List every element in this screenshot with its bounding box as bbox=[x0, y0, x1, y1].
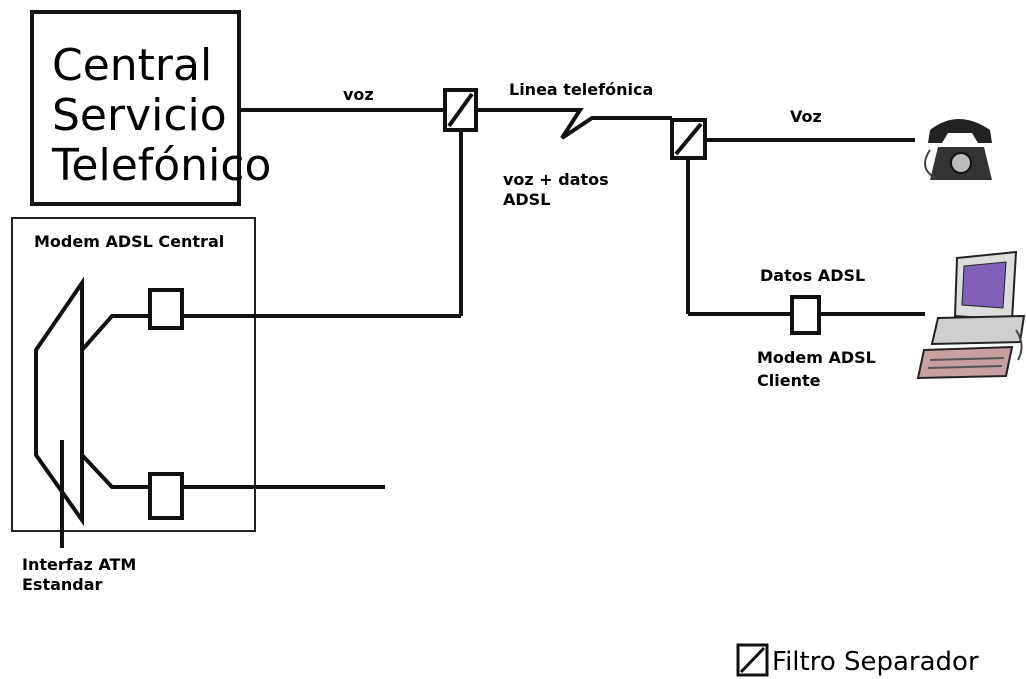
telephone-handset bbox=[928, 119, 992, 143]
modem-cliente-label-line-2: Cliente bbox=[757, 371, 821, 390]
voz-datos-label-line-2: ADSL bbox=[503, 190, 550, 209]
linea-label: Linea telefónica bbox=[509, 80, 653, 99]
atm-interface-shape bbox=[36, 283, 82, 520]
datos-adsl-label: Datos ADSL bbox=[760, 266, 865, 285]
telephone-dial bbox=[951, 153, 971, 173]
modem-port-1 bbox=[150, 290, 182, 328]
voz-right-label: Voz bbox=[790, 107, 822, 126]
legend-label: Filtro Separador bbox=[772, 647, 979, 677]
voz-datos-label-line-1: voz + datos bbox=[503, 170, 609, 189]
port-1-link bbox=[82, 316, 150, 350]
computer-keyboard bbox=[918, 347, 1012, 378]
port-2-link bbox=[82, 455, 150, 487]
splitter-right bbox=[672, 120, 705, 158]
central-title-line-3: Telefónico bbox=[51, 140, 271, 191]
interfaz-label-line-1: Interfaz ATM bbox=[22, 555, 136, 574]
modem-central-frame bbox=[12, 218, 255, 531]
interfaz-label-line-2: Estandar bbox=[22, 575, 103, 594]
splitter-left bbox=[445, 90, 476, 130]
central-title-line-1: Central bbox=[52, 40, 212, 91]
computer-case bbox=[932, 316, 1024, 344]
computer-icon bbox=[918, 252, 1024, 378]
modem-cliente-label-line-1: Modem ADSL bbox=[757, 348, 876, 367]
computer-screen bbox=[962, 262, 1006, 308]
modem-cliente-box bbox=[792, 297, 819, 333]
modem-central-box: Modem ADSL Central bbox=[12, 218, 255, 548]
telephone-icon bbox=[925, 119, 992, 180]
modem-central-label: Modem ADSL Central bbox=[34, 232, 224, 251]
central-title-line-2: Servicio bbox=[52, 90, 227, 141]
telephone-line bbox=[476, 110, 672, 138]
modem-port-2 bbox=[150, 474, 182, 518]
voz-left-label: voz bbox=[343, 85, 374, 104]
legend: Filtro Separador bbox=[738, 645, 979, 677]
central-box: Central Servicio Telefónico bbox=[32, 12, 271, 204]
